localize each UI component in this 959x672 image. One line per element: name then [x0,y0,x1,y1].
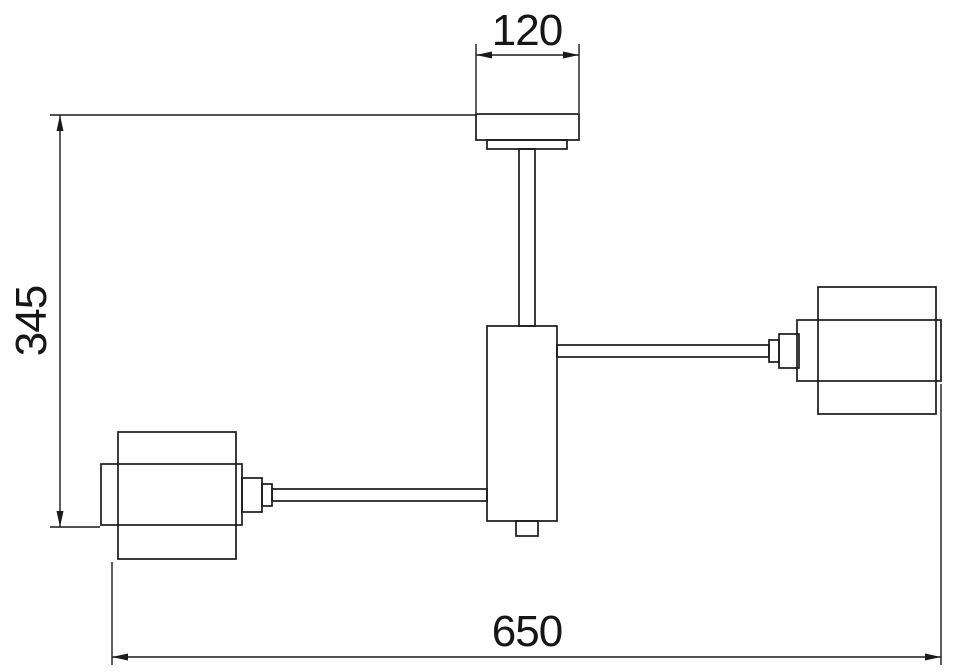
stem-rod [518,148,536,327]
ceiling-plate [475,113,580,141]
dimension-label-overall-height: 345 [7,286,56,356]
right-arm [556,344,770,358]
arrowhead-up [56,115,64,131]
bottom-finial [515,520,539,537]
fixture-outline [100,113,942,560]
ceiling-plate-step [486,139,568,150]
arrowhead-right [563,51,579,59]
right-lamp-assembly [556,286,942,415]
arrowhead-left [476,51,492,59]
left-shade-inner [100,463,243,526]
dimension-label-overall-width: 650 [492,607,562,656]
dimension-overall-height: 345 [7,114,476,528]
left-arm [271,488,488,502]
right-shade-inner [796,319,942,382]
left-arm-joint [261,483,273,507]
right-socket [778,333,800,369]
left-shade-outer [117,431,237,560]
dimension-label-mount-width: 120 [492,6,562,55]
dimension-overall-width: 650 [111,384,942,665]
arrowhead-left [112,653,128,661]
right-arm-joint [768,339,780,363]
right-shade-outer [817,286,937,415]
dimension-mount-width: 120 [475,6,580,113]
arrowhead-down [56,511,64,527]
central-body [486,325,558,522]
left-socket [241,477,263,513]
left-lamp-assembly [100,431,488,560]
arrowhead-right [925,653,941,661]
